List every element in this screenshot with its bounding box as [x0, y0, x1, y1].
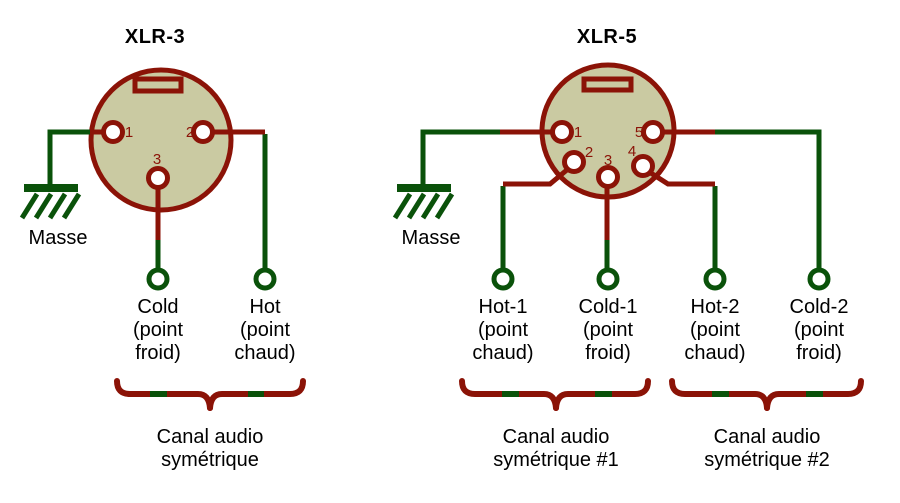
xlr3-pin2 — [191, 120, 215, 144]
xlr5-pin4 — [631, 154, 655, 178]
ground-label-left: Masse — [28, 227, 88, 249]
ground-bar-icon — [24, 184, 78, 192]
xlr3-pin1 — [101, 120, 125, 144]
xlr5-pin3-label: 3 — [603, 152, 613, 169]
ground-bar-icon — [397, 184, 451, 192]
ground-symbol-left — [19, 184, 82, 220]
terminal-cold1 — [596, 267, 620, 291]
xlr3-pin3 — [146, 166, 170, 190]
terminal-label-hot: Hot (point chaud) — [234, 296, 296, 364]
xlr3-pin3-label: 3 — [152, 151, 162, 168]
channel-label-xlr3: Canal audio symétrique — [156, 426, 264, 471]
xlr5-pin5 — [641, 120, 665, 144]
ground-symbol-right — [392, 184, 455, 220]
xlr5-pin2 — [562, 150, 586, 174]
xlr3-pin1-label: 1 — [124, 124, 134, 141]
xlr5-title: XLR-5 — [576, 26, 638, 48]
terminal-label-cold2: Cold-2 (point froid) — [789, 296, 849, 364]
xlr3-keyway-notch — [132, 76, 184, 94]
xlr3-title: XLR-3 — [124, 26, 186, 48]
terminal-hot1 — [491, 267, 515, 291]
brace-xlr5-channel2 — [669, 378, 864, 411]
xlr5-pin4-label: 4 — [627, 143, 637, 160]
channel-label-xlr5-2: Canal audio symétrique #2 — [704, 426, 830, 471]
terminal-cold2 — [807, 267, 831, 291]
ground-label-right: Masse — [401, 227, 461, 249]
channel-label-xlr5-1: Canal audio symétrique #1 — [493, 426, 619, 471]
xlr5-pin5-cold2-wire — [715, 129, 822, 270]
xlr3-connector-body — [88, 67, 234, 213]
terminal-label-hot2: Hot-2 (point chaud) — [684, 296, 746, 364]
xlr3-pin1-ground-wire — [47, 129, 90, 186]
terminal-label-cold: Cold (point froid) — [132, 296, 184, 364]
xlr5-pin3 — [596, 165, 620, 189]
xlr3-pin2-label: 2 — [185, 124, 195, 141]
brace-xlr5-channel1 — [459, 378, 651, 411]
terminal-hot2 — [703, 267, 727, 291]
xlr5-pin5-label: 5 — [634, 124, 644, 141]
terminal-label-cold1: Cold-1 (point froid) — [578, 296, 638, 364]
brace-xlr3-channel — [114, 378, 306, 411]
terminal-cold — [146, 267, 170, 291]
xlr5-pin1 — [550, 120, 574, 144]
xlr5-keyway-notch — [581, 76, 634, 93]
terminal-label-hot1: Hot-1 (point chaud) — [472, 296, 534, 364]
terminal-hot — [253, 267, 277, 291]
xlr5-pin1-ground-wire — [420, 129, 500, 186]
xlr5-pin2-label: 2 — [584, 144, 594, 161]
xlr5-pin1-label: 1 — [573, 124, 583, 141]
